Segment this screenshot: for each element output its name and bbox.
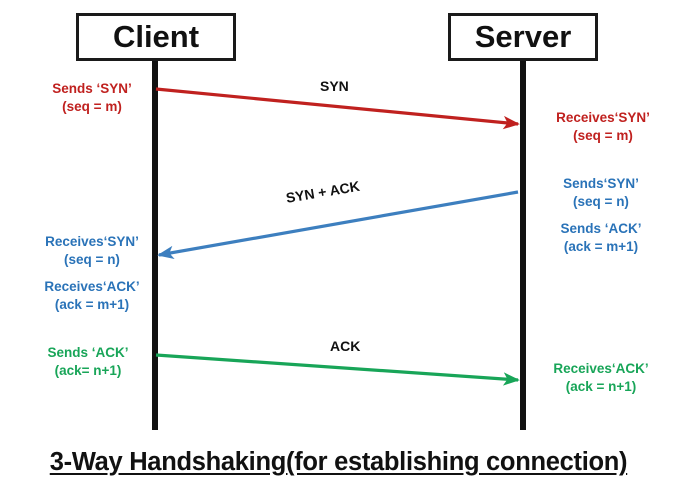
- annotation-group: Receives‘ACK’ (ack = m+1): [26, 278, 158, 314]
- annotation-group: Sends ‘ACK’ (ack = m+1): [534, 220, 668, 256]
- annotation-line: (ack = m+1): [563, 239, 639, 254]
- annotation-line: (seq = n): [64, 252, 120, 267]
- server-node-label: Server: [474, 19, 572, 54]
- client-node-label: Client: [112, 19, 200, 54]
- annotation-group: Sends‘SYN’ (seq = n): [534, 175, 668, 211]
- ack-arrow-label: ACK: [330, 338, 361, 354]
- annotation-line: Sends‘SYN’: [563, 176, 639, 191]
- annotation-line: (seq = n): [573, 194, 629, 209]
- annotation-client-receives-syn-ack: Receives‘SYN’ (seq = n) Receives‘ACK’ (a…: [26, 233, 158, 314]
- annotation-client-sends-ack: Sends ‘ACK’ (ack= n+1): [28, 344, 148, 380]
- annotation-line: Receives‘SYN’: [556, 110, 650, 125]
- annotation-client-sends-syn: Sends ‘SYN’ (seq = m): [32, 80, 152, 116]
- annotation-line: Sends ‘SYN’: [52, 81, 132, 96]
- annotation-line: (ack = m+1): [54, 297, 130, 312]
- annotation-line: Receives‘ACK’: [553, 361, 649, 376]
- syn-ack-arrow: [157, 190, 519, 260]
- server-lifeline: [520, 61, 526, 430]
- annotation-line: Receives‘SYN’: [45, 234, 139, 249]
- annotation-line: (seq = m): [573, 128, 633, 143]
- annotation-server-receives-syn: Receives‘SYN’ (seq = m): [538, 109, 668, 145]
- annotation-server-sends-syn-ack: Sends‘SYN’ (seq = n) Sends ‘ACK’ (ack = …: [534, 175, 668, 256]
- annotation-line: Sends ‘ACK’: [560, 221, 642, 236]
- server-node-box: Server: [448, 13, 598, 61]
- ack-arrow: [155, 353, 520, 386]
- annotation-line: (ack = n+1): [565, 379, 637, 394]
- syn-arrow-label: SYN: [320, 78, 349, 94]
- client-node-box: Client: [76, 13, 236, 61]
- annotation-line: Sends ‘ACK’: [47, 345, 129, 360]
- client-lifeline: [152, 61, 158, 430]
- syn-arrow: [155, 87, 520, 130]
- annotation-line: (ack= n+1): [54, 363, 122, 378]
- annotation-group: Receives‘SYN’ (seq = n): [26, 233, 158, 269]
- annotation-line: Receives‘ACK’: [44, 279, 140, 294]
- annotation-server-receives-ack: Receives‘ACK’ (ack = n+1): [534, 360, 668, 396]
- annotation-line: (seq = m): [62, 99, 122, 114]
- diagram-caption: 3-Way Handshaking(for establishing conne…: [49, 448, 628, 476]
